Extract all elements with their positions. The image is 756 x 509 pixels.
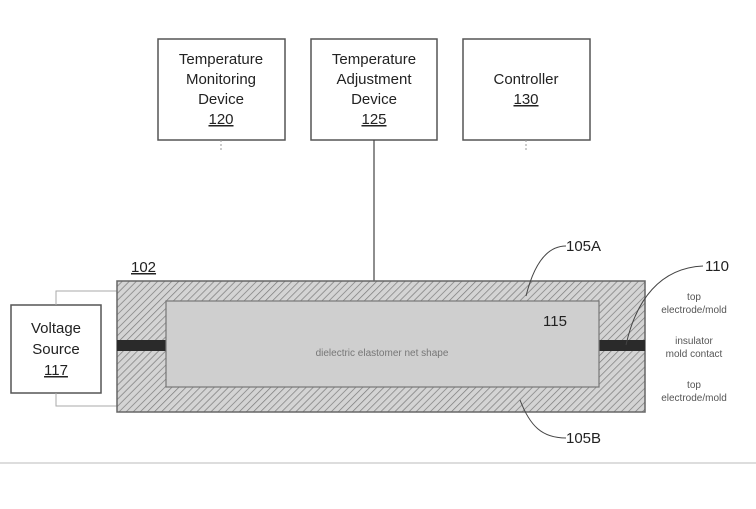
- temp-monitor-line2: Monitoring: [186, 71, 256, 88]
- voltage-line2: Source: [32, 341, 80, 358]
- controller-ref: 130: [513, 91, 538, 108]
- temperature-adjustment-device-box: Temperature Adjustment Device 125: [311, 39, 437, 140]
- temp-monitor-ref: 120: [208, 111, 233, 128]
- voltage-line1: Voltage: [31, 320, 81, 337]
- voltage-top-wire: [56, 291, 117, 305]
- assembly-ref: 102: [131, 259, 156, 276]
- note-ins-line2: mold contact: [666, 349, 723, 360]
- insulator-strip-left: [117, 340, 166, 351]
- controller-box: Controller 130: [463, 39, 590, 140]
- note-ins-line1: insulator: [675, 336, 713, 347]
- temperature-monitoring-device-box: Temperature Monitoring Device 120: [158, 39, 285, 140]
- controller-line1: Controller: [493, 71, 558, 88]
- temp-adjust-ref: 125: [361, 111, 386, 128]
- voltage-bottom-wire: [56, 393, 117, 406]
- temp-adjust-line1: Temperature: [332, 51, 416, 68]
- note-top-line1: top: [687, 292, 701, 303]
- temp-adjust-line3: Device: [351, 91, 397, 108]
- note-bot-line2: electrode/mold: [661, 393, 727, 404]
- mold-assembly: dielectric elastomer net shape 115: [117, 281, 645, 412]
- cavity-ref: 115: [543, 313, 567, 330]
- insulator-ref: 110: [705, 258, 729, 275]
- temp-monitor-line3: Device: [198, 91, 244, 108]
- note-top-line2: electrode/mold: [661, 305, 727, 316]
- elastomer-cavity: [166, 301, 599, 387]
- note-bot-line1: top: [687, 380, 701, 391]
- voltage-ref: 117: [44, 362, 68, 379]
- bottom-mold-ref: 105B: [566, 430, 601, 447]
- temp-monitor-line1: Temperature: [179, 51, 263, 68]
- temp-adjust-line2: Adjustment: [336, 71, 412, 88]
- voltage-source-box: Voltage Source 117: [11, 305, 101, 393]
- top-mold-ref: 105A: [566, 238, 601, 255]
- insulator-strip-right: [599, 340, 645, 351]
- net-shape-label: dielectric elastomer net shape: [316, 348, 449, 359]
